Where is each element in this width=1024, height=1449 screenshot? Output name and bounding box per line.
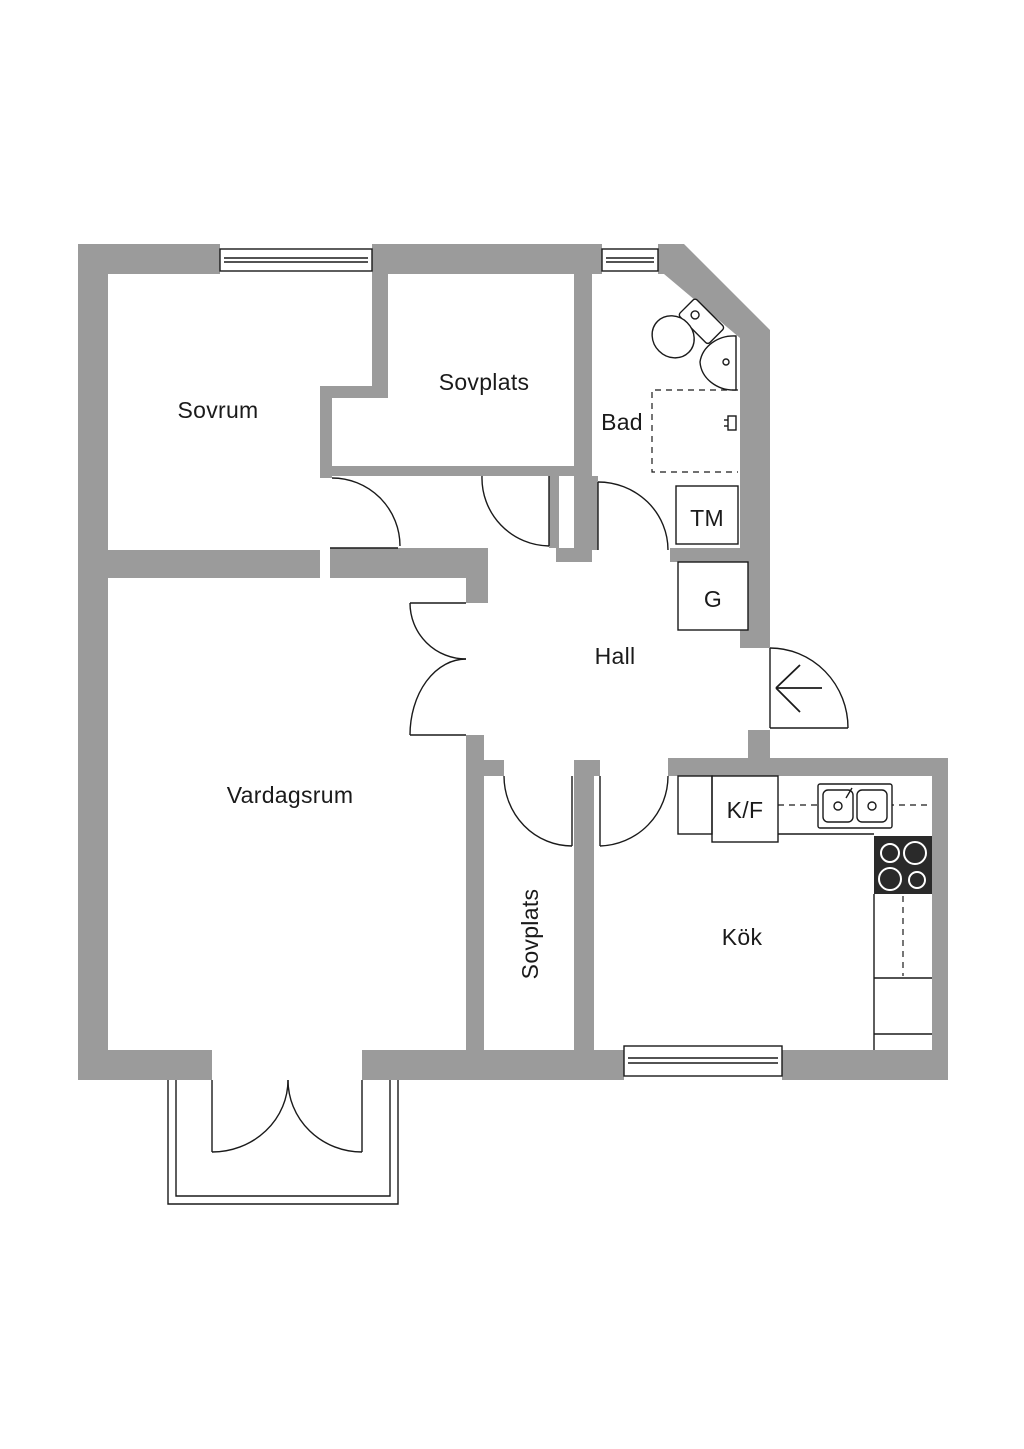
balcony — [167, 1079, 399, 1205]
label-kf: K/F — [727, 797, 764, 823]
label-kok: Kök — [722, 924, 763, 950]
wall-sovrum-bottom — [108, 550, 320, 578]
kitchen-sink-icon — [817, 783, 893, 829]
stove-icon — [874, 836, 932, 894]
fridge-freezer-box — [711, 775, 779, 843]
wall-exterior-top-left — [78, 244, 220, 274]
window-sovrum — [219, 248, 373, 272]
label-bad: Bad — [601, 409, 643, 435]
kitchen-fixtures — [677, 775, 932, 1050]
wall-sovplats-notch — [320, 274, 574, 476]
room-labels: Sovrum Sovplats Bad TM G Hall Vardagsrum… — [177, 369, 763, 979]
shower-head-icon — [724, 415, 737, 431]
wall-sovplats-side-right — [574, 760, 594, 1050]
label-g: G — [704, 586, 722, 612]
wall-sovplats-right — [574, 274, 592, 476]
label-sovplats-side: Sovplats — [517, 889, 543, 980]
wall-exterior-bottom-right — [782, 1050, 948, 1080]
wall-bad-left-lower — [592, 476, 598, 550]
wall-closet-left — [549, 476, 559, 548]
label-vardagsrum: Vardagsrum — [227, 782, 354, 808]
bathroom-fixtures — [651, 298, 749, 631]
wall-kitchen-right — [932, 758, 948, 1080]
wall-sovrum-bottom-right — [330, 548, 488, 578]
wall-closet-right — [574, 476, 592, 550]
label-sovrum: Sovrum — [177, 397, 258, 423]
entrance-arrow-icon — [775, 664, 822, 713]
label-tm: TM — [690, 505, 724, 531]
door-sovrum — [330, 477, 401, 549]
bathroom-sink-icon — [699, 335, 737, 391]
window-kok — [623, 1045, 783, 1077]
shower-area — [651, 389, 738, 473]
door-sovplats-top — [481, 475, 550, 547]
windows — [219, 248, 783, 1077]
wall-hall-left-upper — [466, 548, 488, 603]
closet-box — [677, 561, 749, 631]
wall-exterior-bottom-left — [78, 1050, 212, 1080]
wall-closet-bottom — [556, 548, 592, 562]
door-bad — [597, 481, 669, 551]
window-bad — [601, 248, 659, 272]
washing-machine-box — [675, 485, 739, 545]
balcony-double-door — [211, 1079, 363, 1153]
wall-exterior-diagonal — [658, 244, 770, 348]
doors — [330, 475, 849, 847]
label-sovplats-top: Sovplats — [439, 369, 530, 395]
wall-exterior-left — [78, 244, 108, 1080]
door-sovplats-side — [503, 775, 573, 847]
wall-vardagsrum-right — [466, 760, 484, 1050]
door-kok — [599, 775, 669, 847]
door-vardagsrum-double — [409, 602, 467, 736]
door-entrance — [769, 647, 849, 729]
counter-left — [677, 775, 713, 835]
wall-exterior-bottom-mid — [362, 1050, 624, 1080]
wall-exterior-top-mid — [372, 244, 602, 274]
wall-bad-bottom — [670, 548, 740, 562]
wall-hall-bottom-left — [484, 760, 504, 776]
wall-kitchen-left-top — [594, 760, 600, 776]
wall-kitchen-top — [668, 758, 948, 776]
label-hall: Hall — [595, 643, 636, 669]
toilet-icon — [651, 298, 725, 359]
wall-sovrum-left-stub — [320, 476, 332, 478]
